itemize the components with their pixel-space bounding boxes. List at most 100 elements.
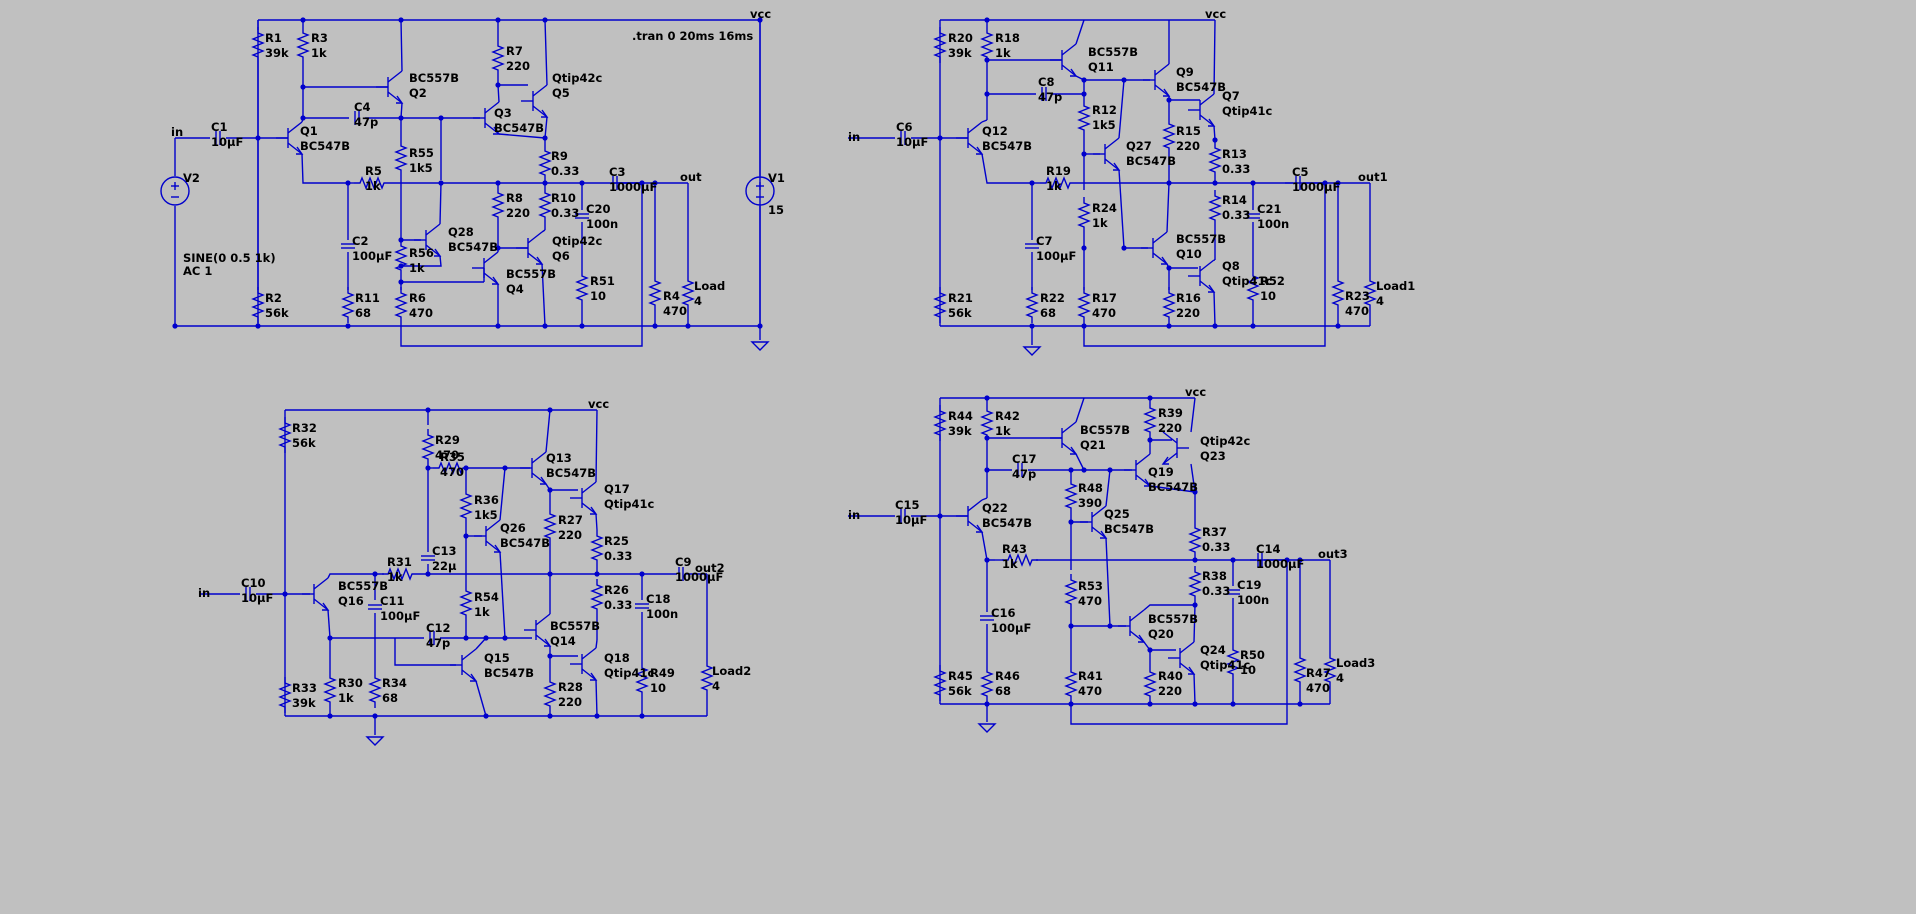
resistor-r8[interactable] [491, 187, 505, 223]
resistor-r53[interactable] [1064, 574, 1078, 610]
capacitor-c13[interactable] [421, 555, 435, 561]
resistor-r11[interactable] [341, 287, 355, 323]
capacitor-c3[interactable] [612, 176, 618, 190]
transistor-q8[interactable] [1188, 259, 1216, 293]
resistor-r2[interactable] [251, 287, 265, 323]
resistor-r32[interactable] [278, 417, 292, 453]
resistor-r29[interactable] [421, 429, 435, 465]
capacitor-c17[interactable] [1017, 463, 1023, 477]
resistor-r40[interactable] [1143, 666, 1157, 702]
resistor-r37[interactable] [1188, 522, 1202, 558]
transistor-q28[interactable] [414, 223, 442, 257]
source-v1[interactable] [745, 176, 775, 206]
resistor-r43[interactable] [1002, 553, 1038, 567]
capacitor-c6[interactable] [900, 131, 906, 145]
capacitor-c5[interactable] [1295, 176, 1301, 190]
transistor-q22[interactable] [956, 499, 984, 533]
resistor-r30[interactable] [323, 672, 337, 708]
transistor-q18[interactable] [570, 647, 598, 681]
transistor-q3[interactable] [473, 101, 501, 135]
transistor-q13[interactable] [520, 451, 548, 485]
transistor-q16[interactable] [302, 577, 330, 611]
capacitor-c1[interactable] [215, 131, 221, 145]
resistor-r42[interactable] [980, 405, 994, 441]
resistor-r24[interactable] [1077, 197, 1091, 233]
resistor-r34[interactable] [368, 672, 382, 708]
transistor-q5[interactable] [521, 84, 549, 118]
transistor-q9[interactable] [1143, 63, 1171, 97]
resistor-load1[interactable] [1363, 275, 1377, 311]
transistor-q24[interactable] [1168, 641, 1196, 675]
capacitor-c12[interactable] [429, 631, 435, 645]
transistor-q17[interactable] [570, 481, 598, 515]
resistor-r6[interactable] [394, 287, 408, 323]
resistor-r28[interactable] [543, 676, 557, 712]
capacitor-c7[interactable] [1025, 243, 1039, 249]
resistor-r19[interactable] [1040, 176, 1076, 190]
resistor-r21[interactable] [933, 287, 947, 323]
resistor-r14[interactable] [1208, 190, 1222, 226]
resistor-r56[interactable] [394, 240, 408, 276]
transistor-q27[interactable] [1093, 137, 1121, 171]
capacitor-c20[interactable] [575, 213, 589, 219]
resistor-r54[interactable] [459, 585, 473, 621]
resistor-r38[interactable] [1188, 566, 1202, 602]
capacitor-c15[interactable] [900, 509, 906, 523]
transistor-q6[interactable] [516, 231, 544, 265]
resistor-r3[interactable] [296, 27, 310, 63]
resistor-r17[interactable] [1077, 287, 1091, 323]
resistor-r36[interactable] [459, 488, 473, 524]
transistor-q1[interactable] [276, 121, 304, 155]
transistor-q19[interactable] [1124, 453, 1152, 487]
resistor-r33[interactable] [278, 677, 292, 713]
resistor-load[interactable] [681, 275, 695, 311]
capacitor-c2[interactable] [341, 243, 355, 249]
resistor-r39[interactable] [1143, 402, 1157, 438]
capacitor-c9[interactable] [678, 567, 684, 581]
capacitor-c19[interactable] [1226, 589, 1240, 595]
resistor-r25[interactable] [590, 530, 604, 566]
resistor-r4[interactable] [648, 275, 662, 311]
resistor-r1[interactable] [251, 27, 265, 63]
resistor-r15[interactable] [1162, 118, 1176, 154]
resistor-r27[interactable] [543, 508, 557, 544]
resistor-r12[interactable] [1077, 100, 1091, 136]
capacitor-c14[interactable] [1257, 553, 1263, 567]
transistor-q15[interactable] [450, 648, 478, 682]
transistor-q25[interactable] [1080, 505, 1108, 539]
resistor-r41[interactable] [1064, 666, 1078, 702]
resistor-r13[interactable] [1208, 142, 1222, 178]
resistor-r20[interactable] [933, 27, 947, 63]
resistor-r31[interactable] [382, 567, 418, 581]
resistor-r9[interactable] [538, 145, 552, 181]
source-v2[interactable] [160, 176, 190, 206]
transistor-q20[interactable] [1118, 609, 1146, 643]
transistor-q7[interactable] [1188, 93, 1216, 127]
capacitor-c4[interactable] [354, 111, 360, 125]
resistor-r44[interactable] [933, 405, 947, 441]
resistor-r5[interactable] [354, 176, 390, 190]
transistor-q14[interactable] [524, 613, 552, 647]
resistor-r16[interactable] [1162, 287, 1176, 323]
resistor-r7[interactable] [491, 40, 505, 76]
transistor-q21[interactable] [1050, 421, 1078, 455]
resistor-r10[interactable] [538, 187, 552, 223]
resistor-r35[interactable] [433, 461, 469, 475]
transistor-q12[interactable] [956, 121, 984, 155]
capacitor-c16[interactable] [980, 615, 994, 621]
resistor-r26[interactable] [590, 579, 604, 615]
resistor-r47[interactable] [1293, 652, 1307, 688]
transistor-q23[interactable] [1161, 431, 1189, 465]
capacitor-c18[interactable] [635, 603, 649, 609]
resistor-load2[interactable] [700, 660, 714, 696]
resistor-r51[interactable] [575, 270, 589, 306]
resistor-r55[interactable] [394, 140, 408, 176]
resistor-r49[interactable] [635, 662, 649, 698]
resistor-r46[interactable] [980, 666, 994, 702]
capacitor-c11[interactable] [368, 604, 382, 610]
capacitor-c8[interactable] [1041, 87, 1047, 101]
resistor-r23[interactable] [1331, 275, 1345, 311]
transistor-q26[interactable] [474, 519, 502, 553]
transistor-q11[interactable] [1050, 43, 1078, 77]
